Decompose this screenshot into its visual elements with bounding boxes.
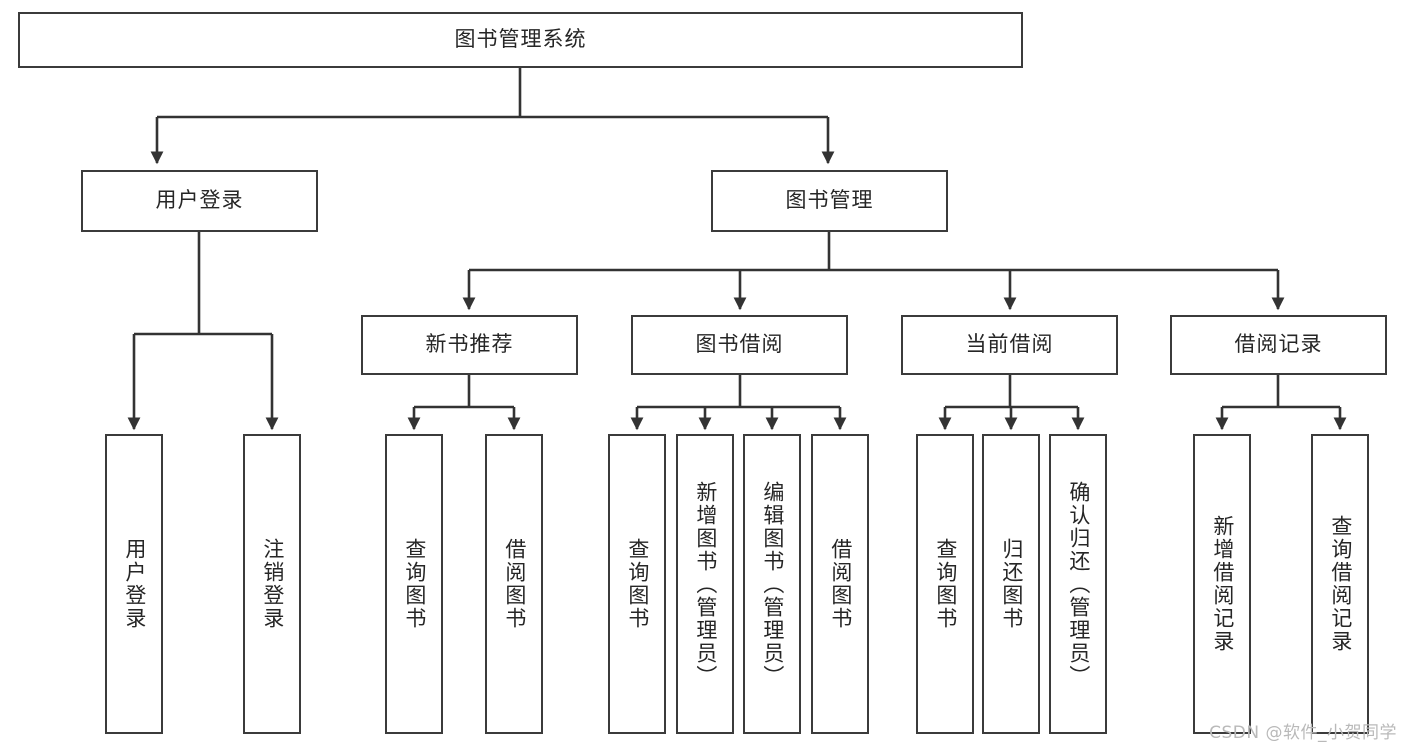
node-leaf-logout-login-label: 注销登录 [260, 538, 285, 630]
node-leaf-query-book-2-label: 查询图书 [625, 538, 650, 630]
node-leaf-user-login[interactable]: 用户登录 [105, 434, 163, 734]
node-user-login-label: 用户登录 [155, 188, 244, 213]
node-leaf-edit-book[interactable]: 编辑图书（管理员） [743, 434, 801, 734]
node-current-borrow[interactable]: 当前借阅 [901, 315, 1118, 375]
node-leaf-add-book[interactable]: 新增图书（管理员） [676, 434, 734, 734]
node-new-book-recommend-label: 新书推荐 [425, 332, 514, 357]
node-leaf-borrow-book-2-label: 借阅图书 [828, 538, 853, 630]
node-leaf-add-book-label: 新增图书（管理员） [693, 480, 718, 688]
node-new-book-recommend[interactable]: 新书推荐 [361, 315, 578, 375]
csdn-watermark: CSDN @软件_小贺同学 [1209, 723, 1397, 743]
node-borrow-record-label: 借阅记录 [1234, 332, 1323, 357]
node-user-login[interactable]: 用户登录 [81, 170, 318, 232]
node-leaf-confirm-return[interactable]: 确认归还（管理员） [1049, 434, 1107, 734]
node-borrow-record[interactable]: 借阅记录 [1170, 315, 1387, 375]
node-leaf-edit-book-label: 编辑图书（管理员） [760, 480, 785, 688]
node-leaf-user-login-label: 用户登录 [122, 538, 147, 630]
node-leaf-query-book-1[interactable]: 查询图书 [385, 434, 443, 734]
node-root[interactable]: 图书管理系统 [18, 12, 1023, 68]
node-root-label: 图书管理系统 [454, 27, 587, 52]
node-current-borrow-label: 当前借阅 [965, 332, 1054, 357]
node-leaf-query-book-3-label: 查询图书 [933, 538, 958, 630]
node-book-borrow[interactable]: 图书借阅 [631, 315, 848, 375]
node-book-management[interactable]: 图书管理 [711, 170, 948, 232]
node-leaf-add-record[interactable]: 新增借阅记录 [1193, 434, 1251, 734]
node-leaf-query-book-2[interactable]: 查询图书 [608, 434, 666, 734]
node-leaf-confirm-return-label: 确认归还（管理员） [1066, 480, 1091, 688]
node-leaf-query-book-1-label: 查询图书 [402, 538, 427, 630]
node-leaf-borrow-book-2[interactable]: 借阅图书 [811, 434, 869, 734]
node-leaf-borrow-book-1-label: 借阅图书 [502, 538, 527, 630]
node-book-management-label: 图书管理 [785, 188, 874, 213]
node-leaf-logout-login[interactable]: 注销登录 [243, 434, 301, 734]
node-leaf-query-record-label: 查询借阅记录 [1328, 515, 1353, 653]
node-leaf-borrow-book-1[interactable]: 借阅图书 [485, 434, 543, 734]
node-leaf-query-record[interactable]: 查询借阅记录 [1311, 434, 1369, 734]
node-leaf-return-book[interactable]: 归还图书 [982, 434, 1040, 734]
node-leaf-return-book-label: 归还图书 [999, 538, 1024, 630]
node-book-borrow-label: 图书借阅 [695, 332, 784, 357]
node-leaf-add-record-label: 新增借阅记录 [1210, 515, 1235, 653]
node-leaf-query-book-3[interactable]: 查询图书 [916, 434, 974, 734]
